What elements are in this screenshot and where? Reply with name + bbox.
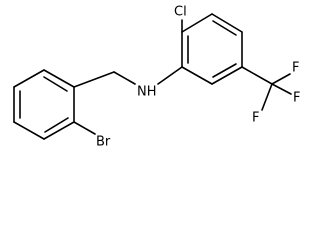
atom-label-fluorine-right: F (293, 91, 300, 106)
bond-c-cf3 (241, 66, 273, 85)
double-bond (212, 20, 237, 36)
atom-label-fluorine-bottom: F (252, 111, 259, 126)
bond (211, 13, 243, 33)
bond (43, 121, 75, 140)
substituent-bonds (73, 19, 292, 135)
bond-c-f-right (271, 83, 292, 95)
bond-n-ch2 (113, 71, 136, 85)
bond-c-f-top (271, 73, 291, 85)
atom-label-chlorine: Cl (174, 5, 187, 20)
double-bond (43, 76, 68, 92)
bond (181, 66, 213, 85)
bond-c-br (73, 121, 96, 135)
bond (43, 69, 75, 88)
bond-c-n (157, 66, 183, 85)
double-bond (212, 63, 237, 78)
bond (211, 66, 243, 85)
bond (13, 69, 45, 88)
benzene-ring-left (13, 69, 75, 140)
atom-label-amine: NH (137, 85, 157, 100)
double-bond (44, 117, 69, 133)
bond-c-f-bottom (261, 83, 273, 111)
atom-label-fluorine-top: F (292, 61, 299, 76)
bond (13, 121, 45, 140)
benzene-ring-right (181, 13, 243, 85)
chemical-structure: Cl NH Br F F F (13, 5, 300, 150)
bond (181, 13, 213, 33)
atom-label-bromine: Br (96, 135, 111, 150)
bond-ch2-ring (73, 71, 115, 88)
